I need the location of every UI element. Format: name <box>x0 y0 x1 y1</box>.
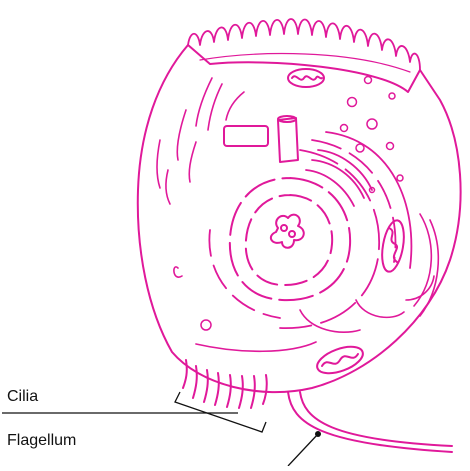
nucleus <box>230 178 350 300</box>
nucleolus <box>271 215 304 248</box>
centrioles <box>224 116 298 162</box>
endoplasmic-reticulum <box>209 132 411 328</box>
flagellum-pointer-dot <box>315 431 321 437</box>
flagellum-label: Flagellum <box>7 432 76 450</box>
cytoplasm-features <box>157 78 438 351</box>
vesicles <box>201 77 403 331</box>
flagellum-leader-line <box>288 434 318 466</box>
cilia-label: Cilia <box>7 388 38 406</box>
leader-lines <box>2 392 321 466</box>
cilia-bracket <box>175 392 266 432</box>
flagellum <box>300 392 452 446</box>
golgi-apparatus <box>306 150 372 206</box>
